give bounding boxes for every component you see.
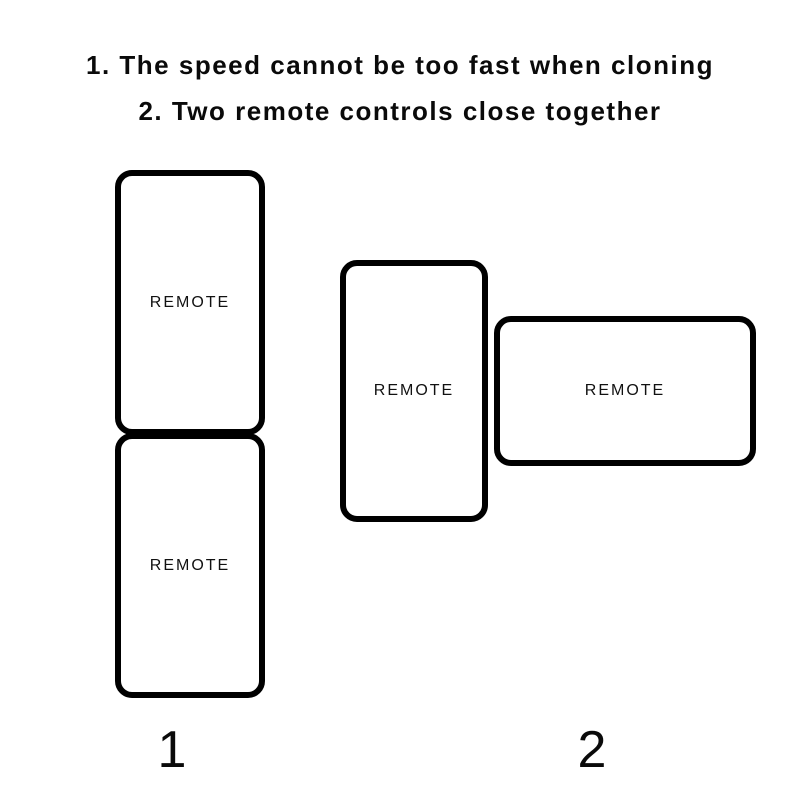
figure2-remote-card-vertical: REMOTE: [340, 260, 488, 522]
instruction-title-block: 1. The speed cannot be too fast when clo…: [0, 42, 800, 134]
remote-label: REMOTE: [584, 382, 666, 399]
figure1-remote-card-bottom: REMOTE: [115, 433, 265, 698]
remote-label: REMOTE: [149, 293, 231, 311]
figure2-number: 2: [577, 721, 607, 779]
instruction-line-2: 2. Two remote controls close together: [138, 96, 662, 126]
figure1-number: 1: [157, 721, 187, 779]
instruction-line-1: 1. The speed cannot be too fast when clo…: [86, 50, 714, 80]
figure1-remote-card-top: REMOTE: [115, 170, 265, 435]
figure2-remote-card-horizontal: REMOTE: [494, 316, 756, 466]
remote-label: REMOTE: [373, 382, 455, 399]
remote-label: REMOTE: [149, 556, 231, 574]
